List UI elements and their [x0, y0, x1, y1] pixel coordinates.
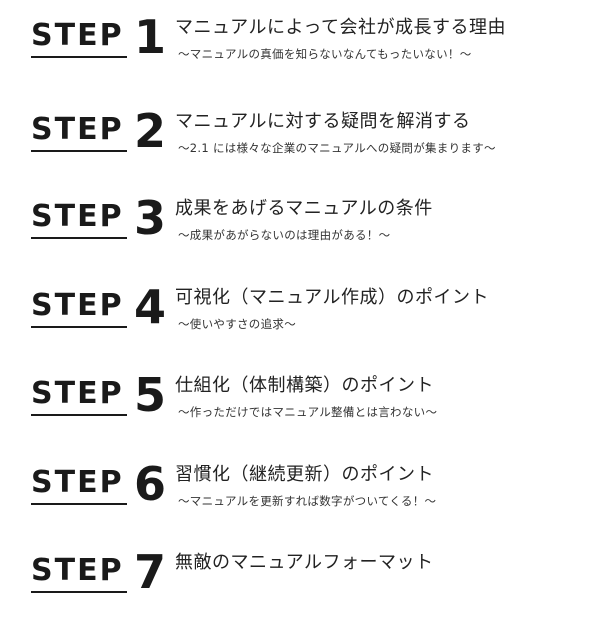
step-underline — [31, 237, 127, 239]
step-underline — [31, 56, 127, 58]
step-subtitle: 〜2.1 には様々な企業のマニュアルへの疑問が集まります〜 — [178, 141, 496, 155]
step-underline — [31, 414, 127, 416]
step-title: 可視化（マニュアル作成）のポイント — [175, 287, 489, 308]
step-title: マニュアルによって会社が成長する理由 — [175, 17, 507, 38]
step-subtitle: 〜マニュアルの真価を知らないなんてもったいない！〜 — [178, 47, 472, 61]
step-number: 1 — [134, 10, 167, 64]
step-subtitle: 〜マニュアルを更新すれば数字がついてくる！〜 — [178, 494, 437, 508]
step-title: 習慣化（継続更新）のポイント — [175, 464, 434, 485]
step-underline — [31, 591, 127, 593]
step-number: 6 — [134, 457, 167, 511]
step-label: STEP — [31, 553, 124, 588]
step-item-3: STEP 3 成果をあげるマニュアルの条件 〜成果があがらないのは理由がある！〜 — [0, 191, 600, 269]
step-item-6: STEP 6 習慣化（継続更新）のポイント 〜マニュアルを更新すれば数字がついて… — [0, 457, 600, 535]
step-number: 7 — [134, 545, 167, 599]
step-number: 5 — [134, 368, 167, 422]
step-number: 4 — [134, 280, 167, 334]
step-item-5: STEP 5 仕組化（体制構築）のポイント 〜作っただけではマニュアル整備とは言… — [0, 368, 600, 446]
step-label: STEP — [31, 465, 124, 500]
step-label: STEP — [31, 18, 124, 53]
step-item-7: STEP 7 無敵のマニュアルフォーマット — [0, 545, 600, 623]
step-subtitle: 〜作っただけではマニュアル整備とは言わない〜 — [178, 405, 438, 419]
step-title: 無敵のマニュアルフォーマット — [175, 552, 434, 573]
step-title: 成果をあげるマニュアルの条件 — [175, 198, 433, 219]
step-number: 2 — [134, 104, 167, 158]
step-underline — [31, 150, 127, 152]
step-label: STEP — [31, 288, 124, 323]
step-subtitle: 〜成果があがらないのは理由がある！〜 — [178, 228, 391, 242]
step-item-4: STEP 4 可視化（マニュアル作成）のポイント 〜使いやすさの追求〜 — [0, 280, 600, 358]
step-label: STEP — [31, 112, 124, 147]
step-label: STEP — [31, 199, 124, 234]
step-item-2: STEP 2 マニュアルに対する疑問を解消する 〜2.1 には様々な企業のマニュ… — [0, 104, 600, 182]
step-label: STEP — [31, 376, 124, 411]
step-item-1: STEP 1 マニュアルによって会社が成長する理由 〜マニュアルの真価を知らない… — [0, 10, 600, 88]
step-title: マニュアルに対する疑問を解消する — [175, 111, 471, 132]
step-number: 3 — [134, 191, 167, 245]
step-underline — [31, 326, 127, 328]
step-underline — [31, 503, 127, 505]
step-title: 仕組化（体制構築）のポイント — [175, 375, 434, 396]
step-subtitle: 〜使いやすさの追求〜 — [178, 317, 296, 331]
